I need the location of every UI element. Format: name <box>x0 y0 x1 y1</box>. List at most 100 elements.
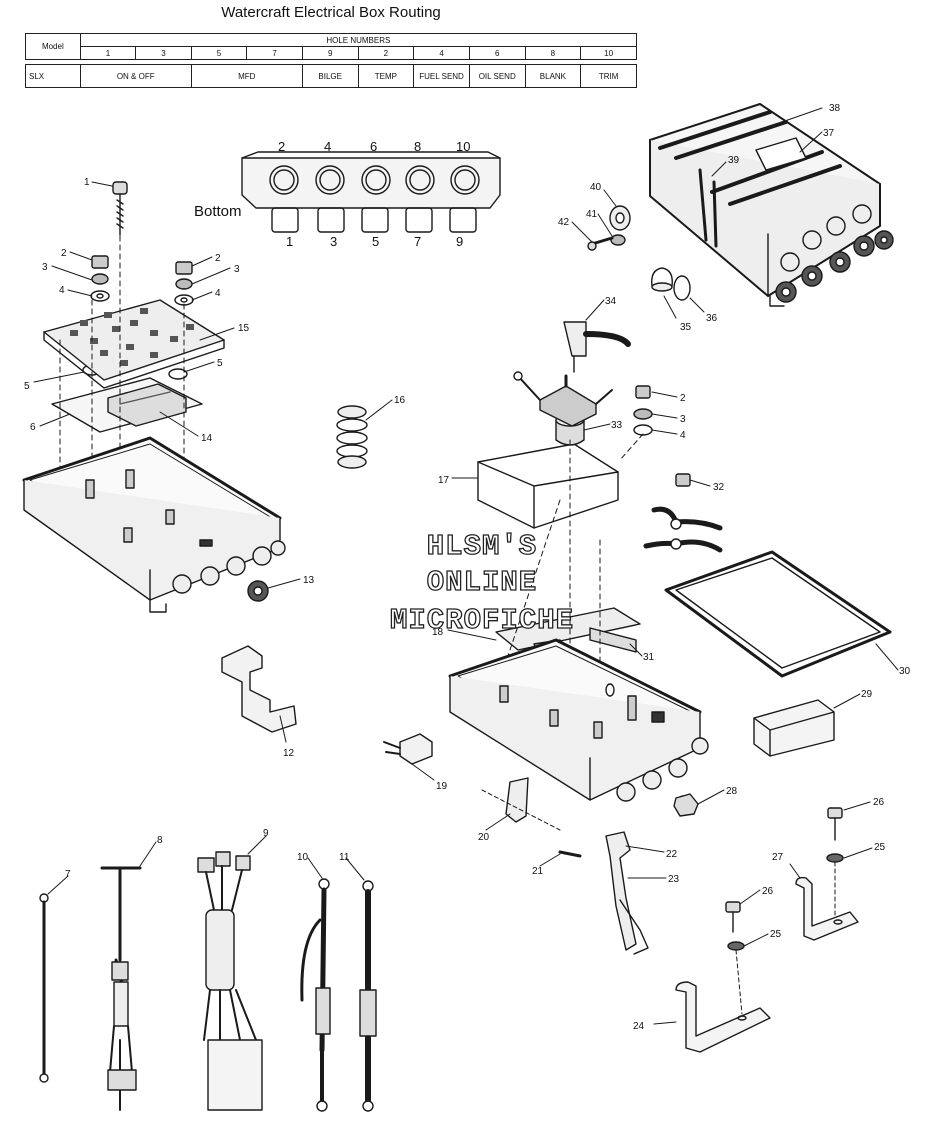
bottom-hole-numbers: 1 3 5 7 9 <box>286 234 463 249</box>
cable-part-11 <box>359 880 377 1112</box>
routing-connector-strip <box>241 151 501 233</box>
hole-number: 7 <box>414 234 421 249</box>
callout-label: 7 <box>65 869 71 880</box>
routing-cell: BLANK <box>524 64 582 88</box>
callout-label: 12 <box>283 748 295 759</box>
watermark-line: ONLINE <box>426 565 538 599</box>
callout-label: 4 <box>215 288 221 299</box>
callout-label: 41 <box>586 209 598 220</box>
callout-label: 26 <box>873 797 885 808</box>
leader-lines <box>33 107 899 1025</box>
callout-label: 19 <box>436 781 448 792</box>
routing-cell: TEMP <box>357 64 415 88</box>
callout-label: 21 <box>532 866 544 877</box>
callout-label: 29 <box>861 689 873 700</box>
callout-label: 5 <box>24 381 30 392</box>
callout-label: 39 <box>728 155 740 166</box>
callout-label: 2 <box>61 248 67 259</box>
module-part-29 <box>753 699 835 757</box>
electrical-box-left <box>22 436 286 613</box>
callout-label: 42 <box>558 217 570 228</box>
callout-label: 33 <box>611 420 623 431</box>
callout-label: 38 <box>829 103 841 114</box>
callout-label: 2 <box>215 253 221 264</box>
callout-label: 37 <box>823 128 835 139</box>
top-hole-numbers: 2 4 6 8 10 <box>278 139 470 154</box>
callout-label: 2 <box>680 393 686 404</box>
plate-6-module-14 <box>51 377 203 433</box>
hole-number: 10 <box>456 139 470 154</box>
routing-cell: BILGE <box>301 64 359 88</box>
alignment-lines-left <box>59 235 185 481</box>
cables-part-32 <box>643 506 723 553</box>
bracket-part-24 <box>675 981 771 1053</box>
callout-label: 24 <box>633 1021 645 1032</box>
callout-label: 3 <box>680 414 686 425</box>
harness-part-9 <box>197 851 263 1111</box>
nut-part-28 <box>673 793 699 817</box>
callout-label: 14 <box>201 433 213 444</box>
hole-routing-table: Model HOLE NUMBERS 1 3 5 7 9 2 4 6 8 10 … <box>25 33 638 88</box>
cable-part-7 <box>39 893 49 1083</box>
callout-label: 20 <box>478 832 490 843</box>
clip-part-12 <box>221 645 297 733</box>
hole-number: 5 <box>372 234 379 249</box>
callout-label: 9 <box>263 828 269 839</box>
callout-label: 40 <box>590 182 602 193</box>
pad-part-17 <box>477 443 619 529</box>
routing-cell: ON & OFF <box>79 64 192 88</box>
callout-label: 4 <box>680 430 686 441</box>
hole-number: 4 <box>324 139 331 154</box>
callout-label: 13 <box>303 575 315 586</box>
small-hardware-35-42 <box>587 205 691 301</box>
hole-number: 9 <box>456 234 463 249</box>
callout-label: 36 <box>706 313 718 324</box>
hole-number: 8 <box>414 139 421 154</box>
closed-electrical-box <box>649 103 894 307</box>
routing-cell: MFD <box>190 64 303 88</box>
gasket-part-30 <box>664 550 892 678</box>
model-cell: SLX <box>25 64 81 88</box>
cable-part-34 <box>563 321 631 373</box>
callout-label: 10 <box>297 852 309 863</box>
cable-part-10 <box>300 878 331 1112</box>
callout-label: 1 <box>84 177 90 188</box>
callout-label: 35 <box>680 322 692 333</box>
callout-label: 27 <box>772 852 784 863</box>
callout-label: 15 <box>238 323 250 334</box>
callout-label: 23 <box>668 874 680 885</box>
watermark-line: MICROFICHE <box>389 603 575 637</box>
watermark-line: HLSM'S <box>426 529 538 563</box>
callout-label: 6 <box>30 422 36 433</box>
callout-label: 34 <box>605 296 617 307</box>
electrical-box-right <box>448 638 709 813</box>
terminal-board-15 <box>43 299 225 389</box>
hole-number: 3 <box>330 234 337 249</box>
callout-label: 18 <box>432 627 444 638</box>
callout-label: 25 <box>874 842 886 853</box>
callout-label: 4 <box>59 285 65 296</box>
callout-label: 32 <box>713 482 725 493</box>
connector-part-19 <box>383 733 433 765</box>
hole-number: 2 <box>278 139 285 154</box>
hole-number: 1 <box>286 234 293 249</box>
callout-label: 28 <box>726 786 738 797</box>
callout-label: 30 <box>899 666 911 677</box>
callout-label: 26 <box>762 886 774 897</box>
callout-label: 11 <box>339 852 350 863</box>
routing-cell: FUEL SEND <box>413 64 470 88</box>
bottom-label: Bottom <box>194 203 242 220</box>
parts-22-23 <box>605 831 649 955</box>
parts-20-21 <box>481 777 582 858</box>
solenoid-part-33 <box>513 371 613 446</box>
callout-label: 3 <box>234 264 240 275</box>
grommet-part-16 <box>336 405 368 469</box>
callout-label: 17 <box>438 475 450 486</box>
callout-label: 25 <box>770 929 782 940</box>
bolt-part-1 <box>112 181 128 236</box>
harness-part-8 <box>100 866 142 1111</box>
bracket-part-27 <box>795 876 859 941</box>
callout-label: 22 <box>666 849 678 860</box>
callout-label: 3 <box>42 262 48 273</box>
